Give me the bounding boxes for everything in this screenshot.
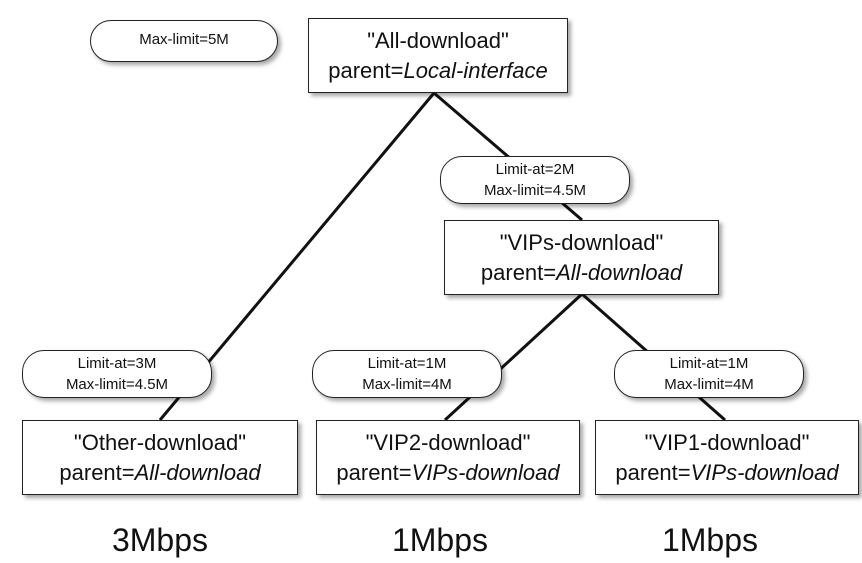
node-vip1-download: "VIP1-download" parent=VIPs-download [595,420,859,495]
node-vip1-download-name: "VIP1-download" [644,430,810,455]
node-other-download-name: "Other-download" [73,430,247,455]
vips-limits-pill: Limit-at=2M Max-limit=4.5M [440,156,630,204]
vip1-limits-pill: Limit-at=1M Max-limit=4M [614,350,804,398]
vip2-limit-at: Limit-at=1M [367,355,447,372]
node-vip1-download-parent: parent=VIPs-download [615,460,839,485]
node-other-download: "Other-download" parent=All-download [22,420,298,495]
node-vips-download: "VIPs-download" parent=All-download [444,220,719,295]
vips-limit-at: Limit-at=2M [495,161,575,178]
vip2-limits-pill: Limit-at=1M Max-limit=4M [312,350,502,398]
vip1-max-limit: Max-limit=4M [664,376,754,393]
node-vip2-download: "VIP2-download" parent=VIPs-download [316,420,580,495]
vip2-max-limit: Max-limit=4M [362,376,452,393]
root-max-limit-label: Max-limit=5M [139,31,229,48]
node-vip2-download-parent: parent=VIPs-download [336,460,560,485]
vips-max-limit: Max-limit=4.5M [483,182,587,199]
other-limits-pill: Limit-at=3M Max-limit=4.5M [22,350,212,398]
other-rate-label: 3Mbps [111,522,209,558]
node-all-download: "All-download" parent=Local-interface [308,18,568,93]
node-other-download-parent: parent=All-download [59,460,261,485]
node-all-download-name: "All-download" [367,28,509,53]
edge-vips-to-vip2 [443,292,584,422]
other-max-limit: Max-limit=4.5M [65,376,169,393]
root-max-limit-pill: Max-limit=5M [90,20,278,62]
vip1-rate-label: 1Mbps [661,522,759,558]
node-vip2-download-name: "VIP2-download" [365,430,531,455]
node-vips-download-parent: parent=All-download [480,260,683,285]
node-vips-download-name: "VIPs-download" [499,230,664,255]
node-all-download-parent: parent=Local-interface [328,58,548,83]
other-limit-at: Limit-at=3M [77,355,157,372]
vip2-rate-label: 1Mbps [391,522,489,558]
vip1-limit-at: Limit-at=1M [669,355,749,372]
